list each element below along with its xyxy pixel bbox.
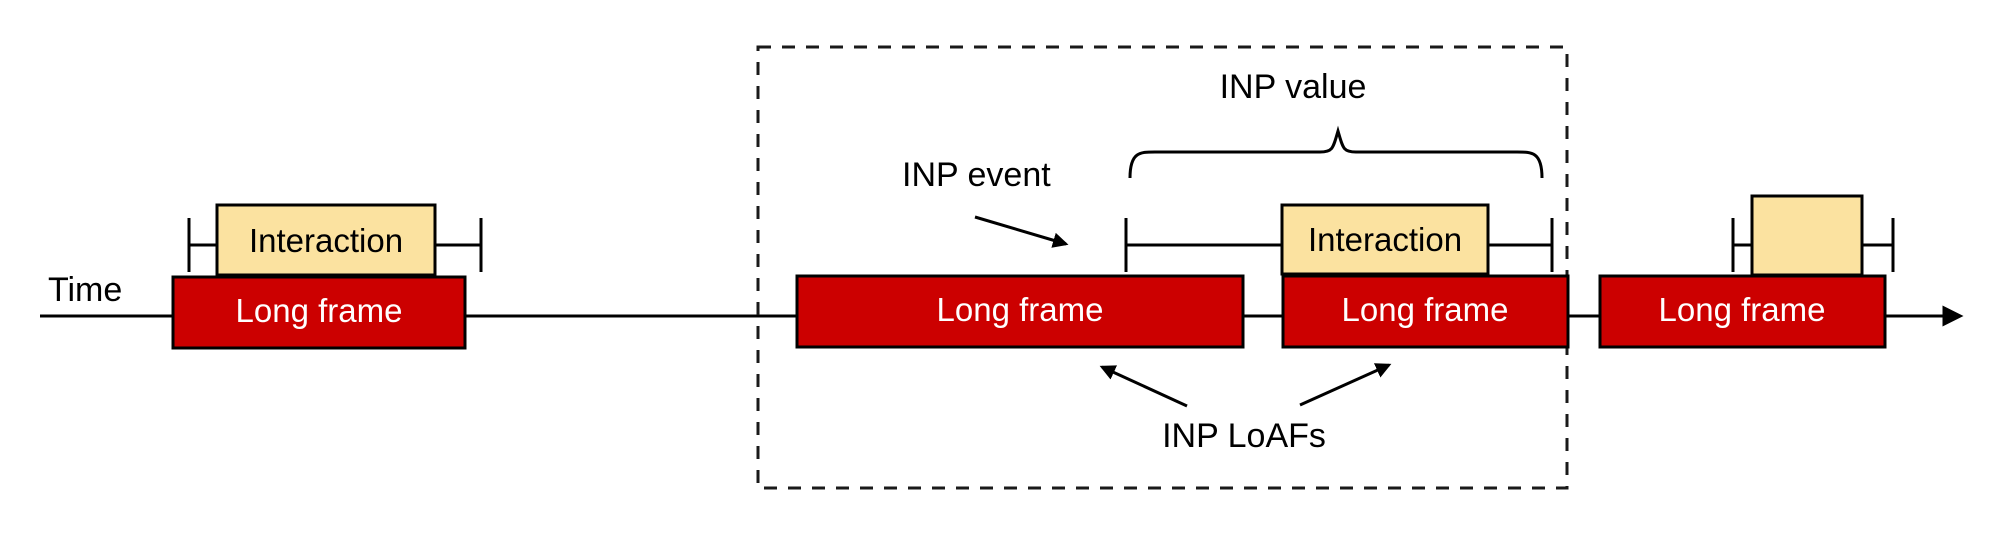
inp-loafs-left-arrow-icon <box>1099 365 1188 408</box>
long-frame-label: Long frame <box>1659 291 1826 328</box>
inp-loafs-label: INP LoAFs <box>1162 417 1326 455</box>
long-frame-box <box>1281 274 1570 349</box>
inp-loafs-right-arrow-icon <box>1299 363 1392 407</box>
inp-value-brace <box>1128 125 1544 179</box>
long-frame-label: Long frame <box>937 291 1104 328</box>
inp-event-arrow-icon <box>974 215 1069 248</box>
long-frame-label: Long frame <box>236 292 403 329</box>
long-frame-box <box>1598 274 1887 349</box>
time-axis-label: Time <box>48 271 122 309</box>
ibeam-right-1 <box>433 218 483 272</box>
inp-value-label: INP value <box>1220 68 1367 106</box>
timeline-group-1: Long frame Interaction <box>171 203 483 350</box>
interaction-label: Interaction <box>1308 221 1462 258</box>
ibeam-right-3 <box>1860 218 1895 272</box>
long-frame-box <box>795 274 1245 349</box>
interaction-box <box>1750 194 1864 277</box>
inp-event-label: INP event <box>902 156 1051 194</box>
ibeam-left-1 <box>187 218 219 272</box>
timeline-group-3: Long frame <box>1598 194 1895 349</box>
interaction-label: Interaction <box>249 222 403 259</box>
long-frame-label: Long frame <box>1342 291 1509 328</box>
long-frame-box <box>171 275 467 350</box>
ibeam-right-2 <box>1486 218 1554 272</box>
timeline-group-2: INP value INP event Long frame Long fram… <box>795 68 1570 455</box>
interaction-box <box>215 203 437 277</box>
interaction-box <box>1280 203 1490 276</box>
ibeam-left-2 <box>1124 218 1284 272</box>
